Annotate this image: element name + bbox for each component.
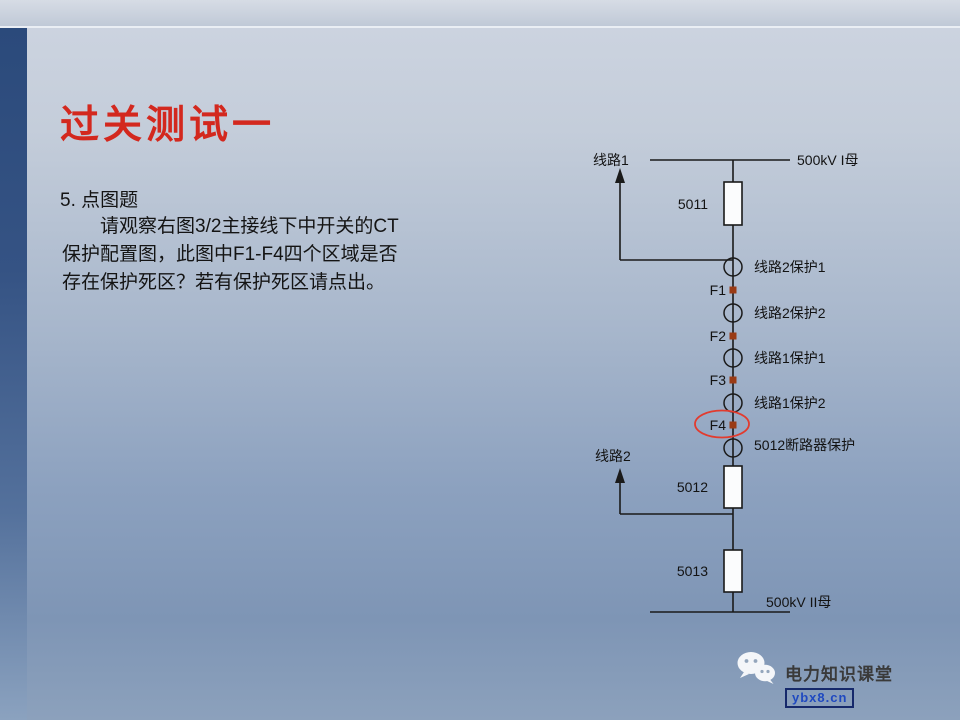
wechat-bubble-small-tail	[766, 679, 774, 684]
footer-brand: 电力知识课堂 ybx8.cn	[735, 650, 893, 708]
wechat-bubble-small	[755, 664, 775, 682]
top-strip-decoration	[0, 0, 960, 28]
breaker-5013-label: 5013	[677, 563, 708, 579]
breaker-5011-label: 5011	[678, 196, 708, 212]
question-label: 5. 点图题	[60, 190, 139, 211]
dead-zone-highlight	[694, 409, 750, 439]
ct-symbol-1	[723, 257, 743, 277]
bus1-label: 500kV I母	[797, 152, 858, 168]
wechat-eye	[760, 669, 764, 674]
ct-label-5: 5012断路器保护	[754, 437, 855, 453]
wechat-icon	[737, 652, 775, 684]
breaker-5012-symbol	[723, 465, 743, 509]
breaker-5011-symbol	[723, 181, 743, 226]
breaker-5013-symbol	[723, 549, 743, 593]
fault-point-F1[interactable]	[729, 286, 737, 294]
question-body: 请观察右图3/2主接线下中开关的CT 保护配置图，此图中F1-F4四个区域是否 …	[62, 213, 542, 297]
fault-label-F2: F2	[710, 328, 727, 344]
ct-symbol-2	[723, 303, 743, 323]
question-line-2: 保护配置图，此图中F1-F4四个区域是否	[62, 244, 398, 265]
question-line-3: 存在保护死区？若有保护死区请点出。	[62, 272, 386, 293]
fault-point-F2[interactable]	[729, 332, 737, 340]
breaker-5012-label: 5012	[677, 479, 708, 495]
ct-label-2: 线路2保护2	[754, 305, 826, 321]
left-bar-decoration	[0, 28, 27, 720]
question-line-1: 请观察右图3/2主接线下中开关的CT	[100, 216, 399, 237]
line1-label: 线路1	[593, 152, 629, 168]
protection-diagram: 500kV I母 线路1 5011 线路2保护1 线路2保护2 线路1保护1 线…	[593, 152, 858, 613]
wechat-eye	[744, 659, 749, 663]
line2-arrow-head-icon	[615, 468, 625, 483]
wechat-bubble-large-tail	[740, 672, 749, 678]
brand-name: 电力知识课堂	[785, 665, 893, 684]
ct-label-4: 线路1保护2	[754, 395, 826, 411]
ct-label-3: 线路1保护1	[754, 350, 826, 366]
wechat-eye	[766, 669, 770, 674]
fault-point-F3[interactable]	[729, 376, 737, 384]
line1-arrow-head-icon	[615, 168, 625, 183]
bus2-label: 500kV II母	[766, 594, 831, 610]
ct-symbol-5	[723, 438, 743, 458]
fault-point-F4[interactable]	[729, 421, 737, 429]
ct-symbol-3	[723, 348, 743, 368]
fault-label-F3: F3	[710, 372, 727, 388]
fault-label-F1: F1	[710, 282, 727, 298]
watermark-badge: ybx8.cn	[785, 688, 855, 708]
slide-title: 过关测试一	[60, 104, 276, 147]
line2-label: 线路2	[595, 448, 631, 464]
wechat-eye	[753, 659, 758, 663]
ct-label-1: 线路2保护1	[754, 259, 826, 275]
fault-label-F4: F4	[710, 417, 727, 433]
